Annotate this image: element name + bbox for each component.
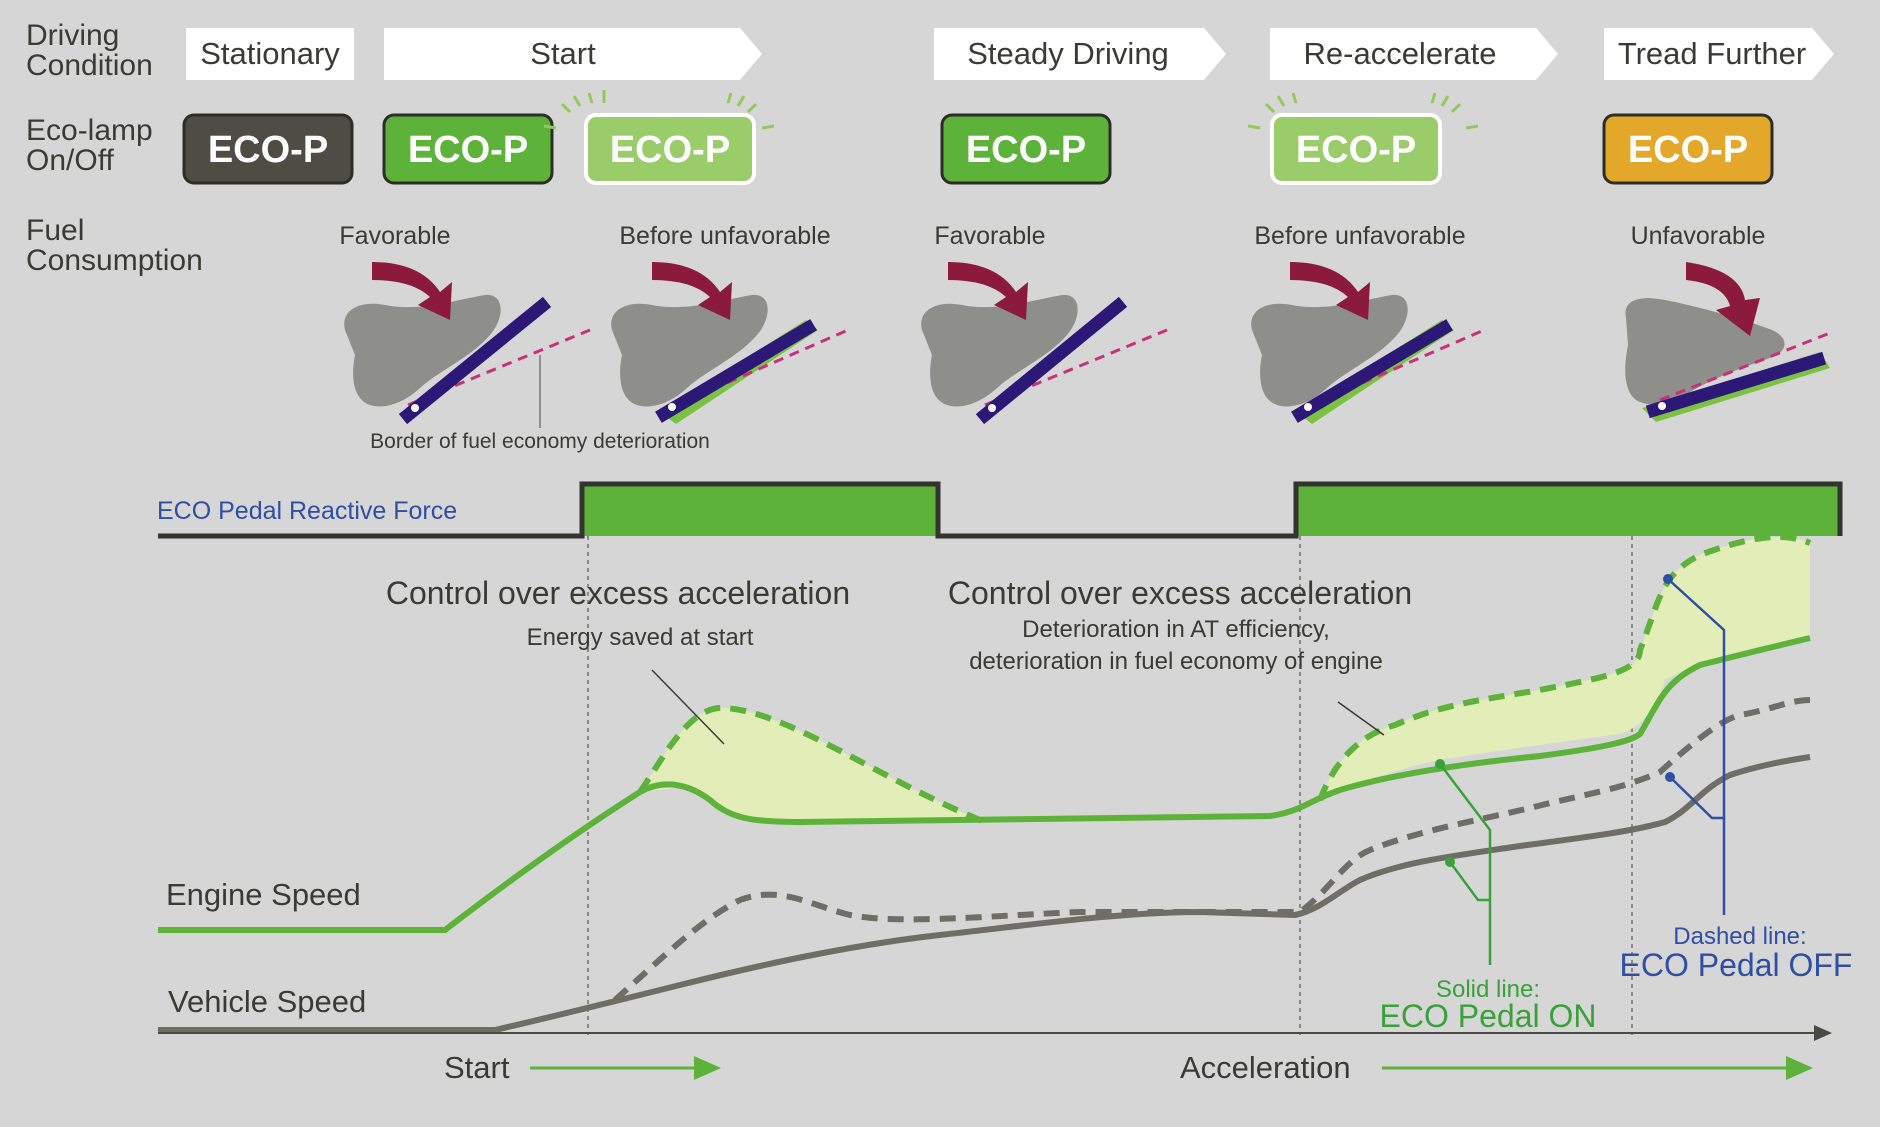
reactive-force-graph	[158, 481, 1843, 539]
dashed-line-callout	[1667, 578, 1726, 915]
pedal-illustration-favorable	[344, 262, 591, 428]
border-label: Border of fuel economy deterioration	[370, 430, 710, 453]
eco-lamp-badge	[1602, 113, 1774, 185]
eco-lamp-text: ECO-P	[1296, 129, 1416, 171]
press-arrow-icon	[948, 262, 1028, 320]
pedal-state-label: Favorable	[339, 222, 450, 250]
pedal-illustration-favorable-2	[921, 262, 1168, 425]
condition-label: Start	[530, 36, 596, 71]
solid-line-callout	[1439, 763, 1492, 965]
condition-label: Tread Further	[1618, 36, 1806, 71]
condition-start: Start	[384, 28, 762, 80]
reactive-force-label: ECO Pedal Reactive Force	[157, 497, 457, 525]
engine-speed-dashed-line	[1317, 534, 1812, 802]
solid-line-caption: Solid line:	[1436, 976, 1540, 1003]
dashed-line-caption: Dashed line:	[1673, 923, 1806, 950]
eco-lamp-badge	[940, 113, 1112, 185]
energy-saved-area	[640, 707, 985, 822]
condition-label: Stationary	[200, 36, 340, 71]
eco-lamp-reaccelerate: ECO-P	[1247, 92, 1479, 185]
pedal-icon	[1291, 319, 1453, 423]
border-line-icon	[1659, 331, 1831, 402]
start-annotation-pointer	[651, 669, 725, 745]
phase-guides	[587, 536, 1633, 1035]
eco-lamp-tread-further: ECO-P	[1602, 113, 1774, 185]
engine-speed-solid-line	[158, 635, 1811, 933]
reactive-force-on-region	[1296, 484, 1840, 536]
foot-icon	[344, 294, 501, 407]
eco-lamp-text: ECO-P	[408, 129, 528, 171]
condition-label: Steady Driving	[967, 36, 1169, 71]
engine-speed-dashed-line	[637, 704, 987, 825]
eco-lamp-badge	[382, 113, 554, 185]
glow-rays-icon	[543, 90, 775, 130]
press-arrow-icon	[1290, 262, 1370, 320]
engine-speed-label: Engine Speed	[166, 877, 361, 912]
press-arrow-icon	[652, 262, 732, 320]
condition-label: Re-accelerate	[1304, 36, 1497, 71]
phase-acceleration-label: Acceleration	[1180, 1050, 1351, 1085]
pedal-state-label: Before unfavorable	[619, 222, 830, 250]
efficiency-gain-area	[1320, 536, 1810, 800]
pedal-icon	[975, 296, 1128, 425]
pedal-state-label: Unfavorable	[1631, 222, 1766, 250]
vehicle-speed-dashed-line	[613, 697, 1811, 1003]
pedal-icon	[398, 296, 552, 425]
eco-lamp-text: ECO-P	[966, 129, 1086, 171]
pedal-state-label: Before unfavorable	[1254, 222, 1465, 250]
eco-lamp-badge	[584, 113, 756, 185]
solid-line-name: ECO Pedal ON	[1380, 998, 1597, 1034]
accel-annotation-title: Control over excess acceleration	[948, 575, 1412, 611]
reactive-force-line	[158, 481, 1843, 539]
eco-lamp-text: ECO-P	[610, 129, 730, 171]
eco-lamp-badge	[182, 113, 354, 185]
accel-annotation-sub: deterioration in fuel economy of engine	[969, 648, 1383, 675]
dashed-line-name: ECO Pedal OFF	[1620, 947, 1853, 983]
eco-lamp-steady: ECO-P	[940, 113, 1112, 185]
vehicle-speed-label: Vehicle Speed	[168, 984, 366, 1019]
press-arrow-icon	[372, 262, 452, 320]
condition-steady-driving: Steady Driving	[934, 28, 1226, 80]
foot-icon	[611, 294, 768, 407]
vehicle-speed-solid-line	[158, 754, 1811, 1033]
start-annotation-title: Control over excess acceleration	[386, 575, 850, 611]
start-annotation-sub: Energy saved at start	[527, 624, 754, 651]
press-arrow-icon	[1686, 262, 1760, 336]
accel-annotation-pointer	[1337, 701, 1385, 736]
pedal-icon	[655, 319, 817, 423]
pedal-state-label: Favorable	[934, 222, 1045, 250]
accel-annotation-sub: Deterioration in AT efficiency,	[1022, 616, 1330, 643]
eco-lamp-text: ECO-P	[1628, 129, 1748, 171]
condition-stationary: Stationary	[186, 28, 354, 80]
phase-start-label: Start	[444, 1050, 510, 1085]
eco-lamp-text: ECO-P	[208, 129, 328, 171]
condition-re-accelerate: Re-accelerate	[1270, 28, 1558, 80]
pedal-illustration-unfavorable	[1625, 262, 1831, 422]
foot-icon	[921, 294, 1078, 407]
eco-lamp-start-blinking: ECO-P	[543, 90, 775, 185]
foot-icon	[1251, 294, 1408, 407]
eco-lamp-badge	[1270, 113, 1442, 185]
reactive-force-on-region	[582, 484, 938, 536]
condition-tread-further: Tread Further	[1604, 28, 1834, 80]
pedal-illustration-before-unfavorable	[611, 262, 849, 424]
pedal-illustration-before-unfavorable-2	[1251, 262, 1485, 424]
glow-rays-icon	[1247, 92, 1479, 130]
pedal-icon	[1645, 351, 1827, 419]
eco-lamp-stationary: ECO-P	[182, 113, 354, 185]
eco-lamp-start-on: ECO-P	[382, 113, 554, 185]
